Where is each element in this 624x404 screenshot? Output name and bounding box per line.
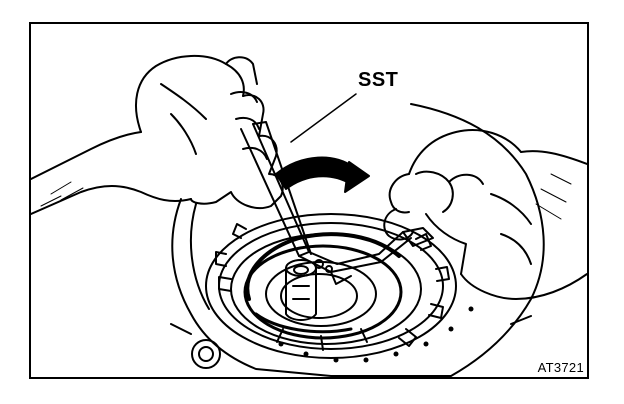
transmission-housing [170, 103, 545, 377]
sst-leader-line [290, 93, 357, 143]
snap-ring [245, 232, 401, 334]
sst-callout-label: SST [358, 69, 399, 91]
technical-illustration [31, 54, 587, 377]
rotation-arrow [275, 156, 370, 193]
figure-code: AT3721 [537, 360, 584, 375]
figure-frame: SST AT3721 [29, 22, 589, 379]
left-hand [31, 54, 284, 215]
right-hand [383, 129, 587, 300]
sst-tool [240, 121, 434, 285]
arm-shading [40, 173, 572, 220]
case-bolt-holes [278, 306, 474, 363]
